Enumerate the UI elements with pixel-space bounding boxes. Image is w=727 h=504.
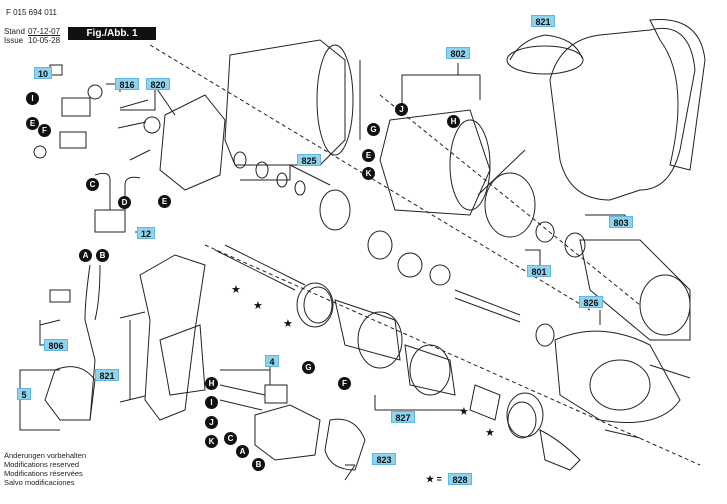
- stand-label: Stand: [4, 27, 25, 36]
- part-tag-821-left: 821: [95, 369, 119, 381]
- part-tag-802: 802: [446, 47, 470, 59]
- part-tag-826: 826: [579, 296, 603, 308]
- marker-i-2: I: [205, 396, 218, 409]
- document-number: F 015 694 011: [6, 8, 58, 17]
- marker-f-2: F: [338, 377, 351, 390]
- part-tag-820: 820: [146, 78, 170, 90]
- part-tag-816: 816: [115, 78, 139, 90]
- marker-i: I: [26, 92, 39, 105]
- marker-e-2: E: [158, 195, 171, 208]
- star-marker: ★: [459, 406, 469, 418]
- issue-label: Issue: [4, 36, 24, 45]
- marker-g: G: [367, 123, 380, 136]
- footer-line-de: Änderungen vorbehalten: [4, 451, 87, 460]
- star-marker: ★: [253, 300, 263, 312]
- star-marker: ★: [283, 318, 293, 330]
- marker-f: F: [38, 124, 51, 137]
- marker-c-2: C: [224, 432, 237, 445]
- part-tag-825: 825: [297, 154, 321, 166]
- marker-j-2: J: [205, 416, 218, 429]
- part-tag-801: 801: [527, 265, 551, 277]
- marker-b: B: [96, 249, 109, 262]
- footer-line-en: Modifications reserved: [4, 460, 80, 469]
- marker-g-2: G: [302, 361, 315, 374]
- part-tag-5: 5: [17, 388, 31, 400]
- part-tag-803: 803: [609, 216, 633, 228]
- footer-line-es: Salvo modificaciones: [4, 478, 75, 487]
- part-tag-821-top: 821: [531, 15, 555, 27]
- star-legend-text: ★ =: [426, 474, 442, 484]
- marker-c: C: [86, 178, 99, 191]
- part-tag-828: 828: [448, 473, 472, 485]
- star-marker: ★: [231, 284, 241, 296]
- marker-h: H: [447, 115, 460, 128]
- part-tag-10: 10: [34, 67, 52, 79]
- figure-label: Fig./Abb. 1: [68, 27, 156, 40]
- part-tag-4: 4: [265, 355, 279, 367]
- star-marker: ★: [485, 427, 495, 439]
- marker-k: K: [362, 167, 375, 180]
- marker-a-2: A: [236, 445, 249, 458]
- marker-e: E: [26, 117, 39, 130]
- marker-j: J: [395, 103, 408, 116]
- part-tag-12: 12: [137, 227, 155, 239]
- star-legend: ★ =: [426, 474, 442, 485]
- marker-a: A: [79, 249, 92, 262]
- part-tag-806: 806: [44, 339, 68, 351]
- marker-b-2: B: [252, 458, 265, 471]
- issue-date: 10-05-28: [28, 36, 61, 45]
- part-tag-827: 827: [391, 411, 415, 423]
- stand-date: 07-12-07: [28, 27, 61, 36]
- marker-k-2: K: [205, 435, 218, 448]
- marker-e-3: E: [362, 149, 375, 162]
- footer-line-fr: Modifications réservées: [4, 469, 83, 478]
- part-tag-823: 823: [372, 453, 396, 465]
- marker-d: D: [118, 196, 131, 209]
- marker-h-2: H: [205, 377, 218, 390]
